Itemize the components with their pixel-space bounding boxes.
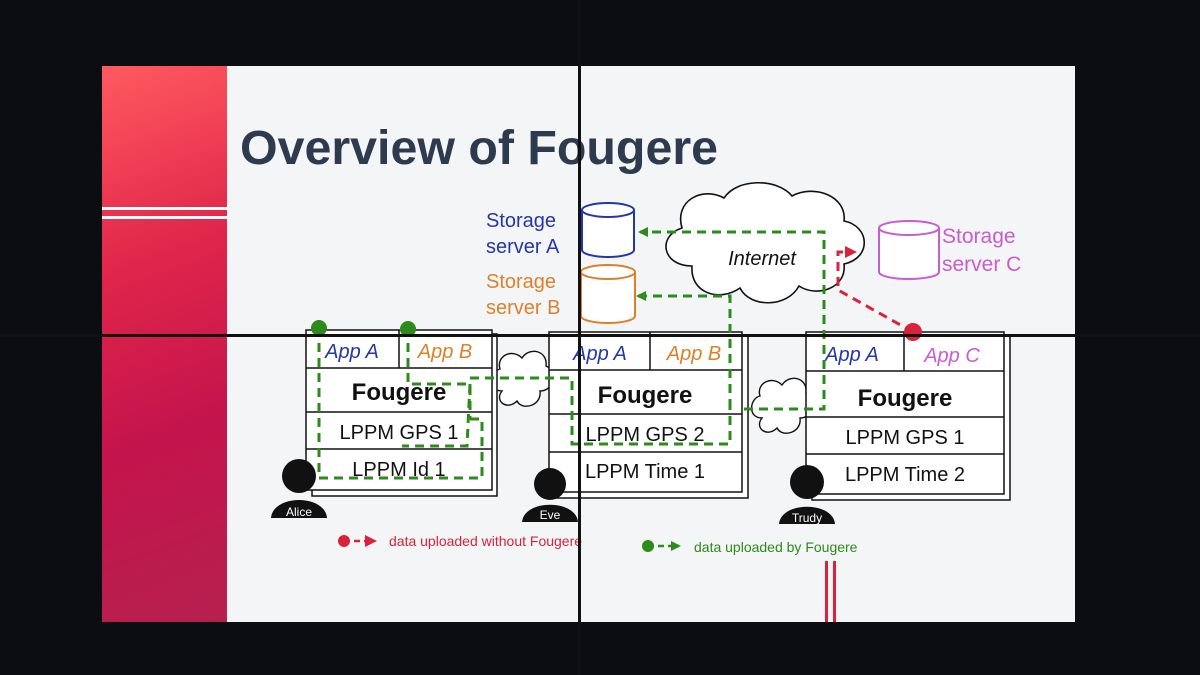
eve-app2: App B bbox=[666, 343, 721, 365]
server-b-line2: server B bbox=[486, 297, 560, 319]
server-c-label: Storage server C bbox=[942, 225, 1021, 276]
device-trudy: App A App C Fougere LPPM GPS 1 LPPM Time… bbox=[805, 331, 1011, 501]
storage-server-a-icon bbox=[581, 202, 635, 258]
eve-lppm2: LPPM Time 1 bbox=[585, 461, 705, 483]
server-b-label: Storage server B bbox=[486, 271, 562, 319]
network-cloud-icon bbox=[750, 377, 814, 434]
eve-name: Eve bbox=[540, 508, 561, 522]
alice-lppm1: LPPM GPS 1 bbox=[340, 422, 459, 444]
fougere-diagram: Overview of Fougere Internet Storage ser… bbox=[240, 122, 1021, 622]
trudy-name: Trudy bbox=[792, 511, 822, 525]
eve-avatar: Eve bbox=[522, 468, 578, 522]
device-alice: App A App B Fougere LPPM GPS 1 LPPM Id 1 bbox=[305, 329, 498, 497]
legend-without: data uploaded without Fougere bbox=[389, 533, 582, 549]
trudy-app1: App A bbox=[824, 344, 879, 366]
trudy-lppm2: LPPM Time 2 bbox=[845, 464, 965, 486]
slide-red-band bbox=[102, 66, 227, 622]
server-a-label: Storage server A bbox=[486, 210, 562, 258]
device-eve: App A App B Fougere LPPM GPS 2 LPPM Time… bbox=[548, 331, 749, 499]
server-c-line1: Storage bbox=[942, 225, 1016, 248]
server-a-line2: server A bbox=[486, 236, 560, 258]
legend: data uploaded without Fougere data uploa… bbox=[338, 533, 858, 555]
internet-cloud: Internet bbox=[665, 181, 866, 304]
fougere-origin-dots bbox=[311, 320, 416, 337]
fougere-upload-path bbox=[317, 227, 826, 480]
trudy-lppm1: LPPM GPS 1 bbox=[846, 427, 965, 449]
trudy-app2: App C bbox=[923, 345, 980, 367]
band-stripe bbox=[102, 216, 227, 219]
trudy-avatar: Trudy bbox=[779, 465, 835, 525]
video-wall-seam-vertical bbox=[578, 0, 581, 675]
alice-app2: App B bbox=[417, 341, 472, 363]
alice-avatar: Alice bbox=[271, 459, 327, 519]
storage-server-b-icon bbox=[580, 264, 636, 324]
trudy-core: Fougere bbox=[858, 385, 953, 412]
server-a-line1: Storage bbox=[486, 210, 556, 232]
band-stripe bbox=[102, 207, 227, 210]
video-wall-seam-horizontal bbox=[0, 334, 1200, 337]
slide: Overview of Fougere Internet Storage ser… bbox=[102, 66, 1075, 622]
eve-lppm1: LPPM GPS 2 bbox=[586, 424, 705, 446]
internet-label: Internet bbox=[728, 248, 797, 270]
server-c-line2: server C bbox=[942, 253, 1021, 276]
server-b-line1: Storage bbox=[486, 271, 556, 293]
red-bar-decoration bbox=[825, 561, 828, 622]
legend-by: data uploaded by Fougere bbox=[694, 539, 858, 555]
alice-app1: App A bbox=[324, 341, 379, 363]
eve-app1: App A bbox=[572, 343, 627, 365]
alice-lppm2: LPPM Id 1 bbox=[352, 459, 445, 481]
slide-title: Overview of Fougere bbox=[240, 122, 718, 175]
storage-server-c-icon bbox=[878, 220, 940, 280]
red-bar-decoration bbox=[833, 561, 836, 622]
eve-core: Fougere bbox=[598, 382, 693, 409]
alice-name: Alice bbox=[286, 505, 312, 519]
